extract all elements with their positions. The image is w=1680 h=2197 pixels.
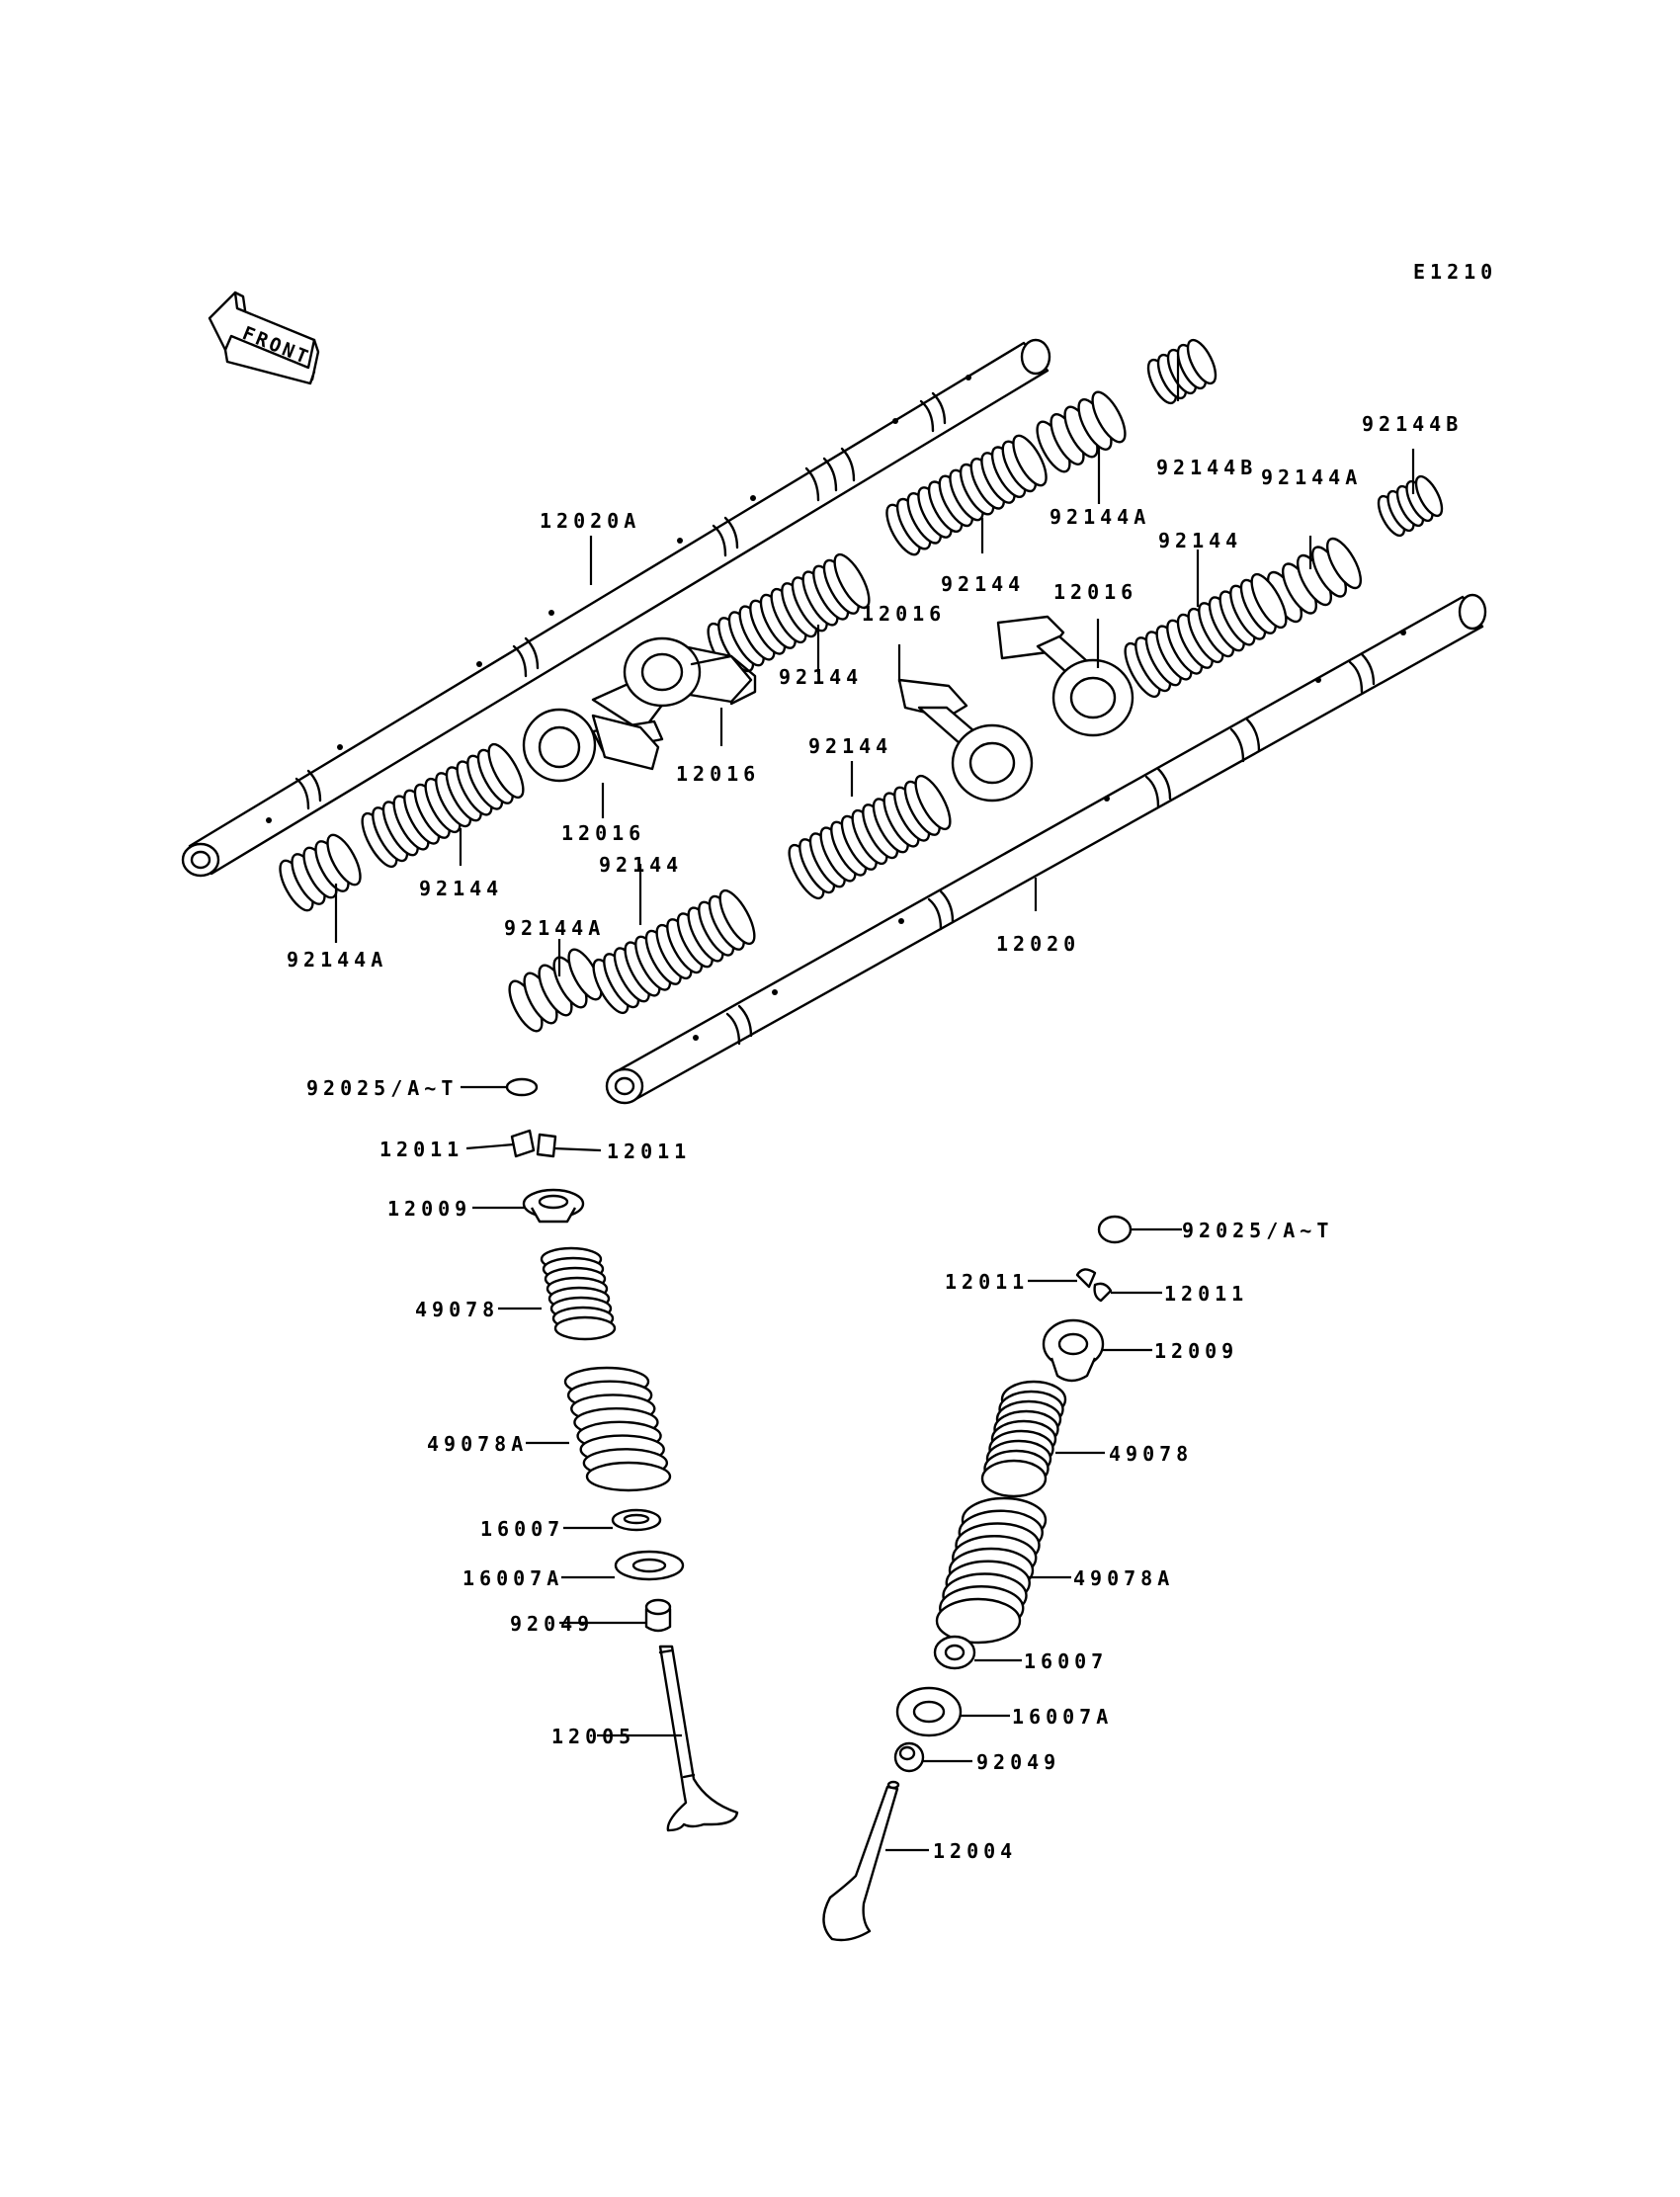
- label-92144a-d: 92144A: [287, 948, 387, 972]
- label-49078a-left: 49078A: [427, 1432, 528, 1456]
- outer-spring-left: [563, 1366, 672, 1492]
- diagram-code: E1210: [1413, 260, 1497, 284]
- label-92144-e: 92144: [599, 853, 683, 877]
- seal-left: [644, 1598, 672, 1633]
- keepers-left: [510, 1129, 557, 1158]
- label-12016-a: 12016: [862, 602, 946, 626]
- label-92049-right: 92049: [976, 1750, 1060, 1774]
- label-12020: 12020: [996, 932, 1080, 956]
- seat-right: [933, 1635, 976, 1670]
- seat-a-right: [895, 1686, 963, 1737]
- retainer-right: [1042, 1318, 1105, 1383]
- label-12004: 12004: [933, 1839, 1017, 1863]
- rocker-arm-1: [591, 636, 757, 733]
- spring-coil: [553, 1315, 617, 1341]
- spring-92144-center: [788, 774, 952, 900]
- label-92025-right: 92025/A~T: [1182, 1219, 1333, 1242]
- label-92144a-c: 92144A: [504, 916, 605, 940]
- label-92144-f: 92144: [419, 877, 503, 900]
- shim-right: [1097, 1215, 1133, 1244]
- spring-92144b-top: [1146, 338, 1218, 405]
- spring-92144-right: [1124, 572, 1288, 699]
- valve-12005: [658, 1645, 739, 1832]
- valve-12004: [822, 1780, 900, 1942]
- spring-coil: [935, 1597, 1022, 1645]
- rocker-arm-4: [996, 615, 1134, 737]
- label-92144-b: 92144: [941, 572, 1025, 596]
- front-arrow-icon: FRONT: [208, 291, 320, 385]
- rocker-shaft-12020a: [181, 338, 1051, 878]
- label-92144-d: 92144: [808, 734, 892, 758]
- seat-a-left: [614, 1550, 685, 1581]
- label-12016-c: 12016: [676, 762, 760, 786]
- outer-spring-right: [935, 1496, 1048, 1645]
- label-12005: 12005: [551, 1725, 635, 1748]
- rocker-arm-2: [522, 708, 664, 783]
- seat-left: [611, 1508, 662, 1532]
- spring-coil: [980, 1459, 1048, 1498]
- label-49078-left: 49078: [415, 1298, 499, 1321]
- label-16007a-right: 16007A: [1012, 1705, 1113, 1729]
- label-12016-b: 12016: [1053, 580, 1137, 604]
- label-92144-c: 92144: [779, 665, 863, 689]
- label-92144a-a: 92144A: [1050, 505, 1150, 529]
- keepers-right: [1075, 1268, 1113, 1303]
- spring-92144-top: [885, 434, 1048, 556]
- spring-coil: [585, 1461, 672, 1492]
- label-92049-left: 92049: [510, 1612, 594, 1636]
- label-16007a-left: 16007A: [462, 1566, 563, 1590]
- inner-spring-left: [540, 1246, 617, 1341]
- seal-right: [893, 1741, 925, 1773]
- spring-92144b-right: [1377, 474, 1444, 538]
- label-12009-left: 12009: [387, 1197, 471, 1221]
- label-12020a: 12020A: [540, 509, 640, 533]
- label-12011-l2: 12011: [607, 1140, 691, 1163]
- spring-92144a-top: [1036, 390, 1127, 473]
- label-92144-a: 92144: [1158, 529, 1242, 552]
- inner-spring-right: [980, 1380, 1067, 1498]
- rocker-arm-3: [897, 678, 1034, 803]
- label-12009-right: 12009: [1154, 1339, 1238, 1363]
- label-92144b-b: 92144B: [1362, 412, 1463, 436]
- label-92025-left: 92025/A~T: [306, 1076, 458, 1100]
- label-92144b-a: 92144B: [1156, 456, 1257, 479]
- label-16007-right: 16007: [1024, 1649, 1108, 1673]
- label-12011-l1: 12011: [379, 1138, 463, 1161]
- leader-lines: [334, 356, 1415, 1852]
- part-labels: 12020A 12020 12016 12016 12016 12016 921…: [287, 412, 1463, 1863]
- rocker-shaft-12020: [605, 593, 1487, 1105]
- label-92144a-b: 92144A: [1261, 465, 1362, 489]
- label-16007-left: 16007: [480, 1517, 564, 1541]
- spring-92144a-lower: [508, 948, 603, 1033]
- label-49078a-right: 49078A: [1073, 1566, 1174, 1590]
- label-49078-right: 49078: [1109, 1442, 1193, 1466]
- retainer-left: [522, 1188, 585, 1224]
- shim-left: [505, 1077, 539, 1097]
- spring-92144-left: [361, 742, 525, 869]
- spring-92144-lower: [592, 888, 756, 1015]
- label-12011-r2: 12011: [1164, 1282, 1248, 1306]
- label-12011-r1: 12011: [945, 1270, 1029, 1294]
- label-12016-d: 12016: [561, 821, 645, 845]
- spring-92144a-left: [279, 833, 362, 912]
